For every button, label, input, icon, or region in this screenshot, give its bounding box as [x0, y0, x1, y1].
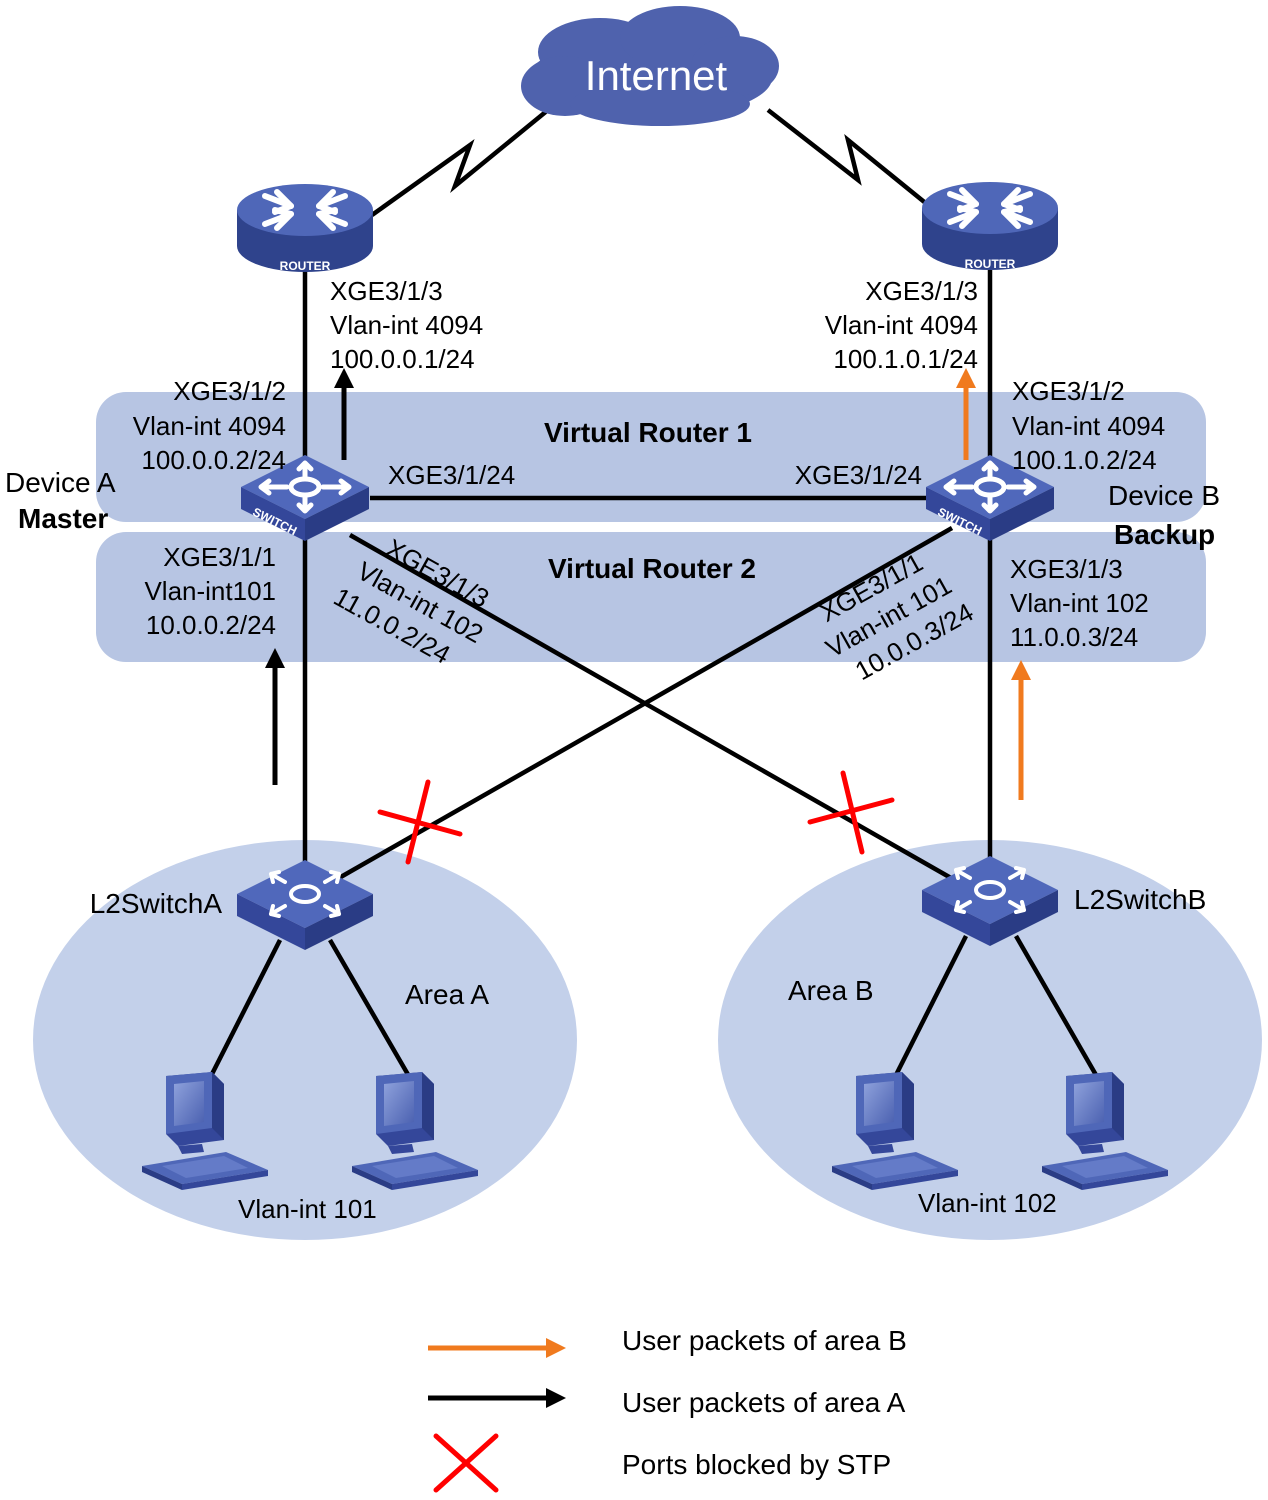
device-a-up-vlan: Vlan-int 4094	[133, 411, 286, 441]
stp-block-mark-right	[807, 770, 895, 855]
router-a-port: XGE3/1/3	[330, 276, 443, 306]
device-a-down-port: XGE3/1/1	[163, 542, 276, 572]
l2switch-a-name: L2SwitchA	[90, 888, 223, 919]
legend-red-label: Ports blocked by STP	[622, 1449, 891, 1480]
links	[207, 108, 1098, 1080]
device-b-up-ip: 100.1.0.2/24	[1012, 445, 1157, 475]
area-b-vlan: Vlan-int 102	[918, 1188, 1057, 1218]
internet-label: Internet	[585, 52, 728, 99]
device-b-downlink-label: XGE3/1/3 Vlan-int 102 11.0.0.3/24	[1010, 554, 1149, 652]
link-l2switch-b-pc1	[893, 934, 969, 1077]
area-a-zone	[33, 840, 577, 1240]
link-l2switch-a-pc2	[328, 938, 412, 1080]
legend-red-cross	[433, 1433, 499, 1493]
stp-block-mark-left	[377, 779, 463, 865]
link-internet-router-a	[370, 108, 550, 217]
virtual-router-2-label: Virtual Router 2	[548, 553, 756, 584]
device-a-down-vlan: Vlan-int101	[144, 576, 276, 606]
device-a-up-ip: 100.0.0.2/24	[141, 445, 286, 475]
device-b-down-port: XGE3/1/3	[1010, 554, 1123, 584]
legend-orange-label: User packets of area B	[622, 1325, 907, 1356]
router-a[interactable]: ROUTER	[237, 184, 373, 273]
area-b-zone	[718, 840, 1262, 1240]
device-a-down-ip: 10.0.0.2/24	[146, 610, 276, 640]
area-a-name: Area A	[405, 979, 489, 1010]
router-b[interactable]: ROUTER	[922, 182, 1058, 271]
router-b-port: XGE3/1/3	[865, 276, 978, 306]
router-b-interface-label: XGE3/1/3 Vlan-int 4094 100.1.0.1/24	[825, 276, 978, 374]
device-b-down-ip: 11.0.0.3/24	[1010, 622, 1138, 652]
virtual-router-2-band	[96, 532, 1206, 662]
device-b-up-vlan: Vlan-int 4094	[1012, 411, 1165, 441]
device-a-role: Master	[18, 503, 108, 534]
router-b-ip: 100.1.0.1/24	[833, 344, 978, 374]
device-b-down-vlan: Vlan-int 102	[1010, 588, 1149, 618]
router-a-interface-label: XGE3/1/3 Vlan-int 4094 100.0.0.1/24	[330, 276, 483, 374]
area-a-vlan: Vlan-int 101	[238, 1194, 377, 1224]
device-b-role: Backup	[1114, 519, 1215, 550]
device-a-peer-port: XGE3/1/24	[388, 460, 515, 490]
router-b-badge: ROUTER	[965, 257, 1016, 271]
legend-black-label: User packets of area A	[622, 1387, 906, 1418]
virtual-router-1-label: Virtual Router 1	[544, 417, 752, 448]
device-a-name: Device A	[5, 467, 116, 498]
router-b-vlan: Vlan-int 4094	[825, 310, 978, 340]
device-a-downlink-label: XGE3/1/1 Vlan-int101 10.0.0.2/24	[144, 542, 276, 640]
device-b-uplink-label: XGE3/1/2 Vlan-int 4094 100.1.0.2/24	[1012, 376, 1165, 475]
router-a-ip: 100.0.0.1/24	[330, 344, 475, 374]
area-b-name: Area B	[788, 975, 874, 1006]
device-a-up-port: XGE3/1/2	[173, 376, 286, 406]
internet-cloud: Internet	[521, 6, 779, 126]
link-l2switch-a-pc1	[207, 938, 283, 1080]
cloud-icon	[521, 6, 779, 126]
router-a-badge: ROUTER	[280, 259, 331, 273]
link-internet-router-b	[766, 108, 930, 207]
device-a-uplink-label: XGE3/1/2 Vlan-int 4094 100.0.0.2/24	[133, 376, 286, 475]
router-a-vlan: Vlan-int 4094	[330, 310, 483, 340]
link-l2switch-b-pc2	[1014, 934, 1098, 1077]
legend: User packets of area B User packets of a…	[428, 1325, 907, 1493]
l2switch-b-name: L2SwitchB	[1074, 884, 1206, 915]
link-device-b-l2switch-a	[330, 526, 954, 884]
device-b-up-port: XGE3/1/2	[1012, 376, 1125, 406]
device-b-name: Device B	[1108, 480, 1220, 511]
device-b-peer-port: XGE3/1/24	[795, 460, 922, 490]
